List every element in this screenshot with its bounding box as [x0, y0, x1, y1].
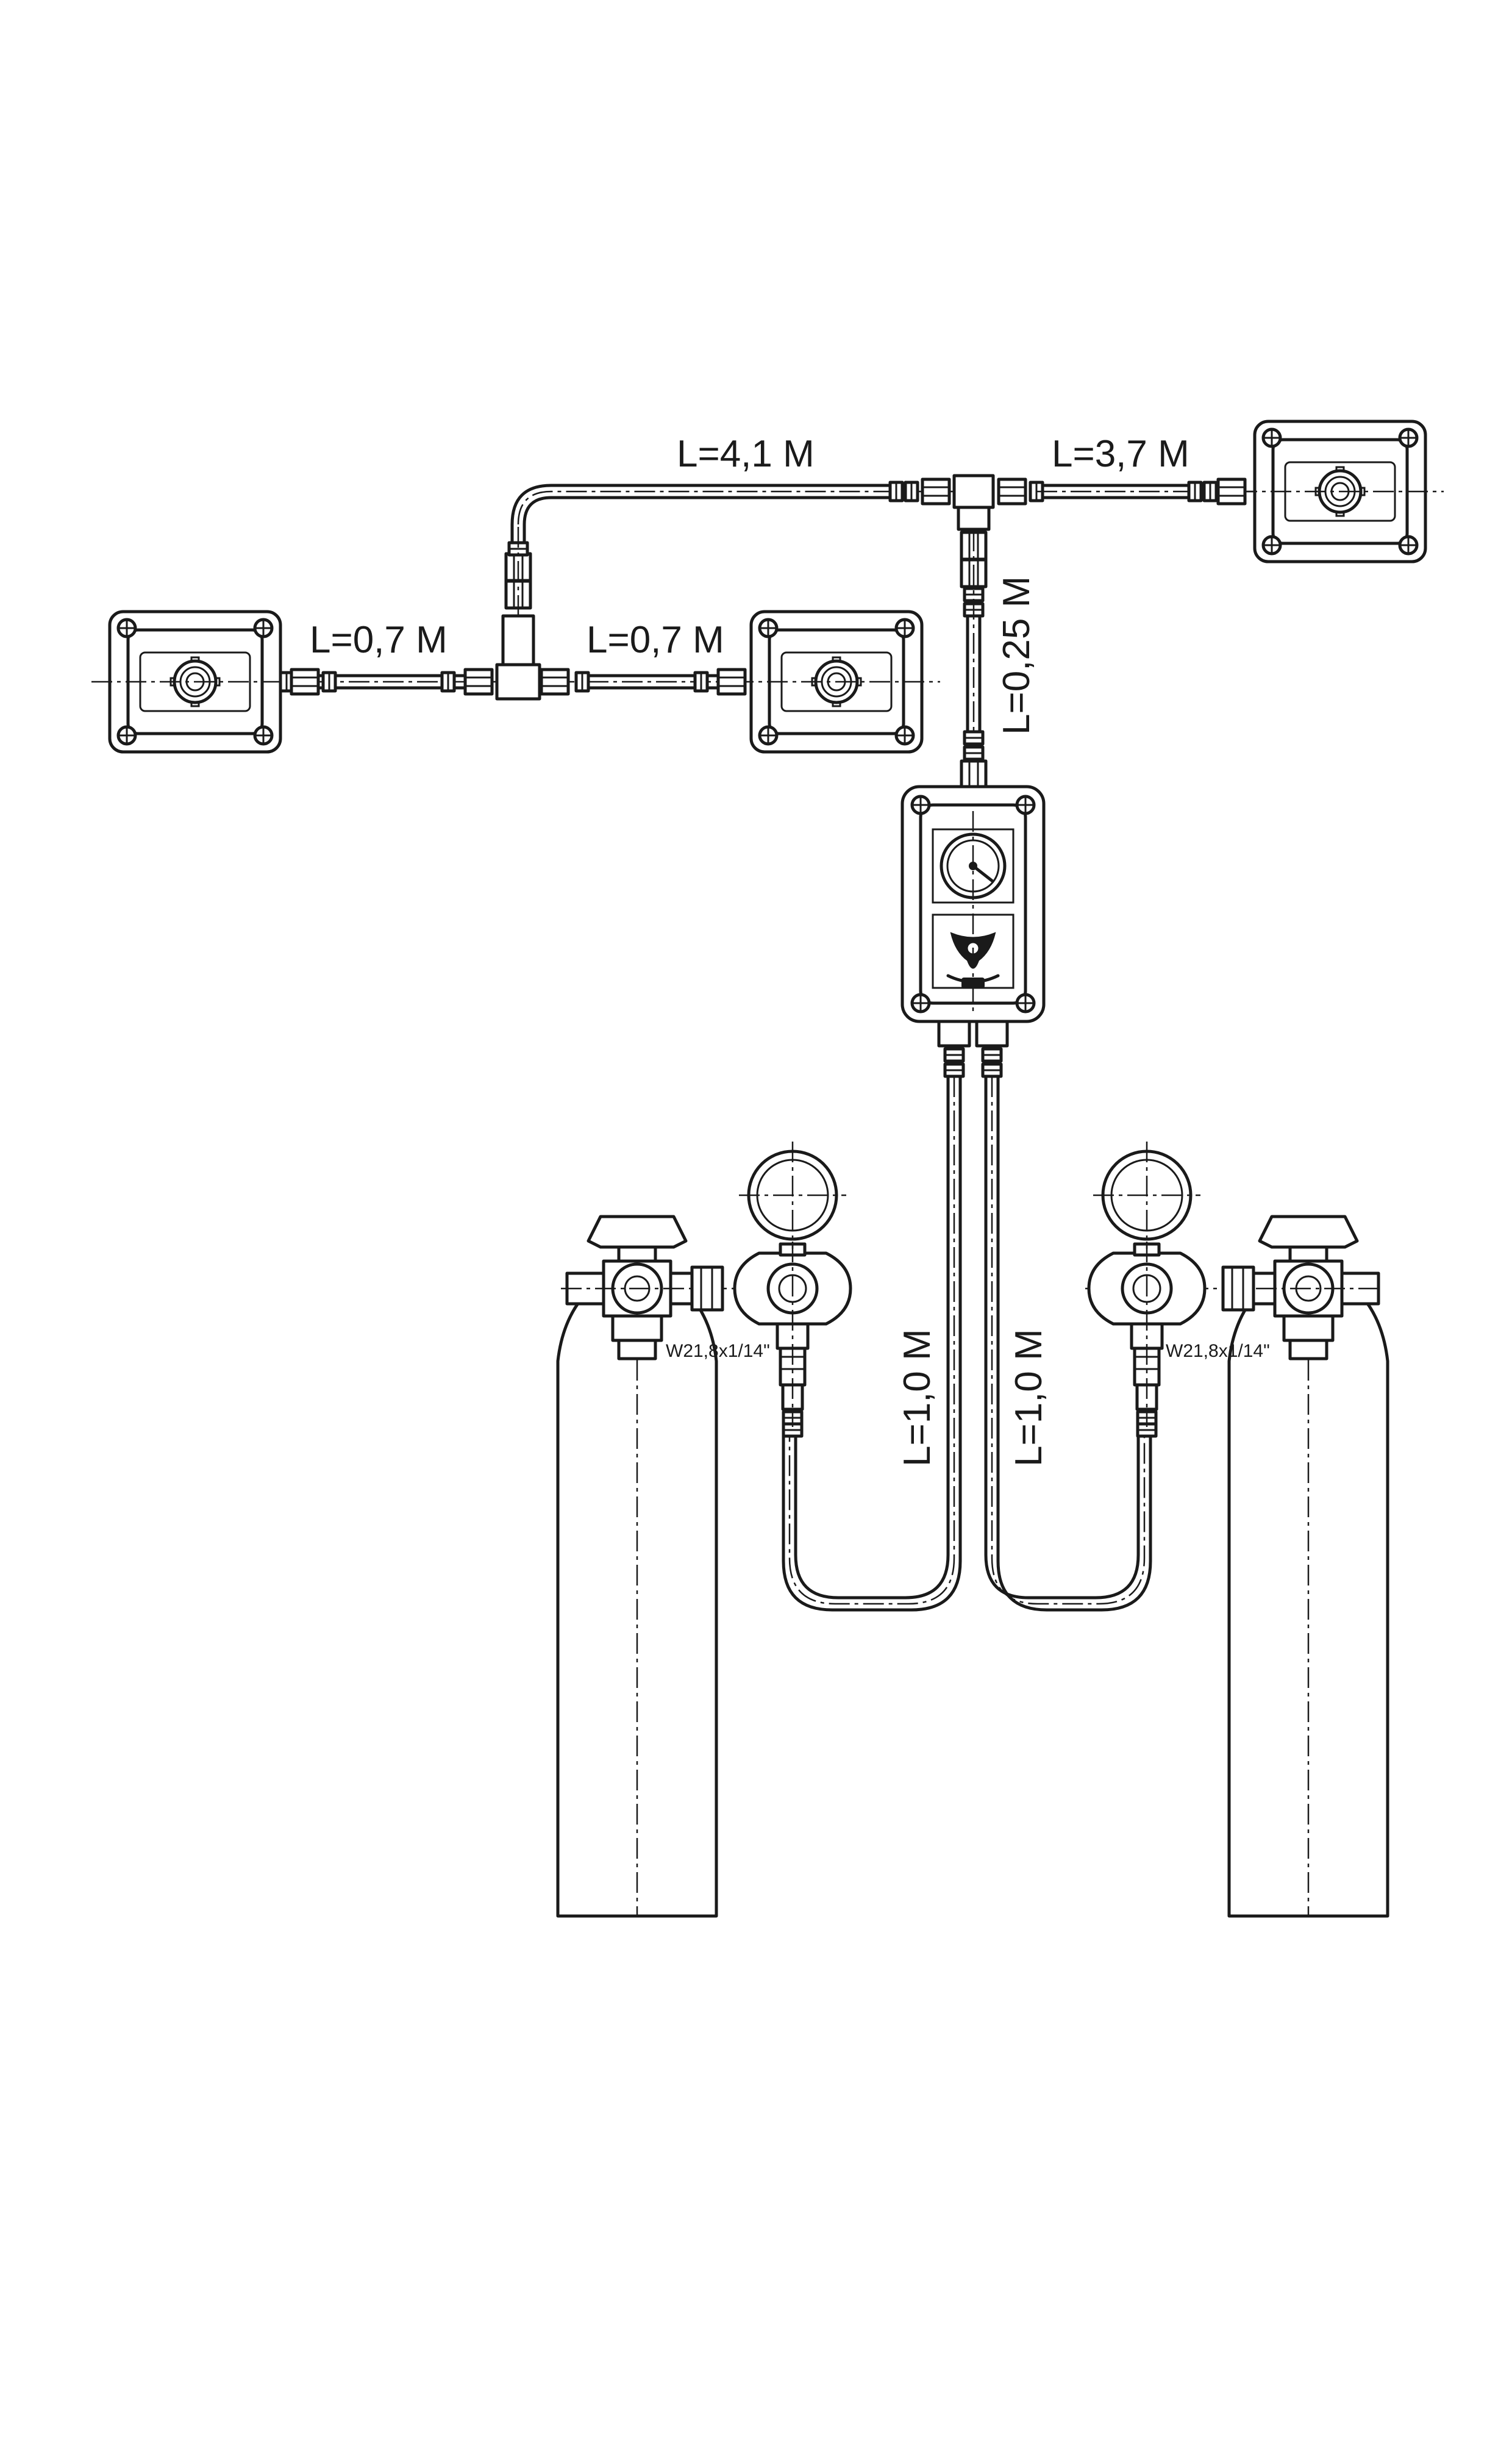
right-cylinder: [1085, 1215, 1388, 1916]
left-regulator: [690, 1142, 852, 1436]
right-regulator-gauge: [1093, 1142, 1200, 1249]
right-regulator: [1087, 1142, 1255, 1436]
left-riser: [506, 523, 530, 616]
left-hose: [782, 1074, 962, 1612]
vertical-feed-pipe: [961, 531, 986, 793]
middle-outlet: [733, 612, 940, 752]
label-top-left-pipe: L=4,1 M: [677, 433, 815, 475]
label-left-hose: L=1,0 M: [896, 1329, 938, 1467]
label-middle-pipe: L=0,7 M: [587, 619, 724, 661]
left-regulator-gauge: [739, 1142, 846, 1249]
label-right-hose: L=1,0 M: [1008, 1329, 1050, 1467]
upper-pipe-run: [510, 474, 1256, 545]
lower-pipe-run: [280, 614, 750, 701]
label-left-thread: W21,8x1/14": [666, 1341, 770, 1361]
changeover-manifold: [900, 785, 1046, 1076]
right-hose: [984, 1074, 1152, 1612]
left-cylinder: [558, 1215, 762, 1916]
label-left-pipe: L=0,7 M: [310, 619, 448, 661]
label-right-thread: W21,8x1/14": [1166, 1341, 1270, 1361]
label-top-right-pipe: L=3,7 M: [1052, 433, 1189, 475]
label-vertical-pipe: L=0,25 M: [996, 576, 1038, 735]
left-outlet: [91, 612, 299, 752]
right-outlet: [1236, 421, 1444, 562]
